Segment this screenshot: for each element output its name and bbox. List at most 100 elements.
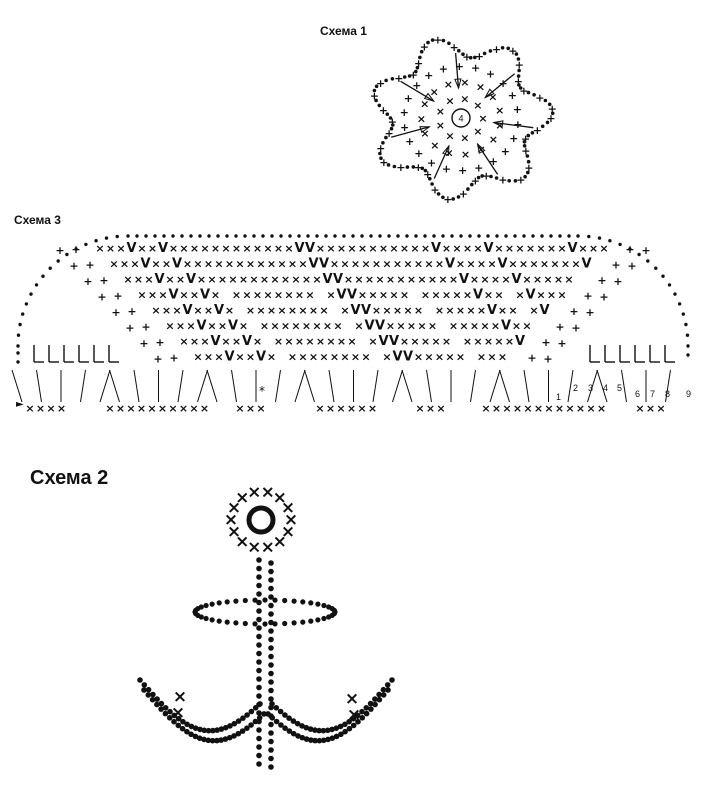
chain-stitch-dot <box>282 725 288 731</box>
chain-stitch-dot <box>224 599 230 605</box>
single-crochet-stitch: × <box>247 537 261 557</box>
single-crochet-stitch: × <box>435 258 444 271</box>
chain-stitch-dot <box>303 736 310 742</box>
single-crochet-stitch: × <box>403 304 412 317</box>
single-crochet-stitch: × <box>505 335 514 348</box>
chain-stitch-dot <box>300 619 306 625</box>
single-crochet-stitch: × <box>106 242 115 255</box>
single-crochet-stitch: × <box>557 289 566 302</box>
single-crochet-stitch: × <box>169 242 178 255</box>
single-crochet-stitch: × <box>445 129 454 142</box>
scheme-1-flower: Схема 1 ++++++++++++++++++++++++++++++++… <box>320 24 557 206</box>
chain-stitch-dot <box>154 696 160 702</box>
chain-stitch-dot <box>205 737 212 744</box>
single-crochet-stitch: × <box>431 289 440 302</box>
single-crochet-stitch: × <box>326 242 335 255</box>
single-crochet-stitch: × <box>330 351 339 364</box>
chain-stitch-dot <box>256 744 262 750</box>
chain-stitch-dot <box>461 52 465 56</box>
chain-stitch-dot <box>526 159 531 164</box>
chain-stitch-dot <box>608 239 612 243</box>
chain-stitch-dot <box>531 234 535 238</box>
single-crochet-stitch: × <box>436 402 445 415</box>
chain-stitch-dot <box>550 111 555 116</box>
chain-stitch-dot <box>144 234 148 238</box>
arrow-head-icon <box>442 144 450 157</box>
single-crochet-stitch: × <box>480 320 489 333</box>
single-crochet-stitch: × <box>295 335 304 348</box>
chain-stitch-dot <box>419 49 424 54</box>
single-crochet-stitch: × <box>515 289 524 302</box>
single-crochet-stitch: × <box>197 273 206 286</box>
chain-stitch-dot <box>222 736 229 742</box>
chain-stitch-dot <box>244 712 250 718</box>
single-crochet-stitch: × <box>487 351 496 364</box>
chain-stitch-dot <box>405 165 410 169</box>
chain-stitch-dot <box>432 234 436 238</box>
double-crochet-stitch: + <box>423 168 432 181</box>
single-crochet-stitch: × <box>239 273 248 286</box>
single-crochet-stitch: × <box>400 242 409 255</box>
chain-stitch-dot <box>333 725 340 731</box>
single-crochet-stitch: × <box>137 402 146 415</box>
chain-stitch-dot <box>198 604 204 610</box>
single-crochet-stitch: × <box>473 335 482 348</box>
chain-stitch-dot <box>94 239 98 243</box>
single-crochet-stitch: × <box>498 304 507 317</box>
double-crochet-stitch: + <box>430 183 439 196</box>
single-crochet-stitch: × <box>417 273 426 286</box>
chain-stitch-dot <box>273 705 280 711</box>
row-number-9: 9 <box>686 389 691 399</box>
scheme-1-title: Схема 1 <box>320 24 367 38</box>
chain-stitch-dot <box>299 734 306 741</box>
chain-stitch-dot <box>377 103 382 108</box>
decrease-stitch: V <box>350 303 360 318</box>
double-crochet-stitch: + <box>641 244 650 257</box>
base-connection-line <box>489 369 501 403</box>
single-crochet-stitch: × <box>193 258 202 271</box>
chain-stitch-dot <box>268 687 274 694</box>
chain-stitch-dot <box>278 722 284 728</box>
single-crochet-stitch: × <box>473 99 482 112</box>
chain-stitch-dot <box>261 234 265 238</box>
single-crochet-stitch: × <box>466 258 475 271</box>
chain-stitch-dot <box>214 727 220 733</box>
chain-stitch-dot <box>256 557 262 563</box>
decrease-stitch: V <box>511 272 521 287</box>
single-crochet-stitch: × <box>646 402 655 415</box>
single-crochet-stitch: × <box>261 483 275 503</box>
chain-stitch-dot <box>248 722 254 728</box>
decrease-stitch: V <box>539 303 549 318</box>
single-crochet-stitch: × <box>225 304 234 317</box>
chain-stitch-dot <box>84 242 88 247</box>
single-crochet-stitch: × <box>597 402 606 415</box>
chain-stitch-dot <box>149 696 156 703</box>
single-crochet-stitch: × <box>435 351 444 364</box>
chain-stitch-dot <box>325 736 331 743</box>
double-crochet-stitch: + <box>155 336 164 349</box>
single-crochet-stitch: × <box>415 402 424 415</box>
single-crochet-stitch: × <box>565 402 574 415</box>
arrow-head-icon <box>492 120 504 128</box>
chain-stitch-dot <box>248 708 255 715</box>
chain-stitch-dot <box>225 234 229 238</box>
double-crochet-stitch: + <box>625 243 634 256</box>
single-crochet-stitch: × <box>270 273 279 286</box>
chain-stitch-dot <box>269 715 276 721</box>
single-crochet-stitch: × <box>470 273 479 286</box>
double-crochet-stitch: + <box>412 79 421 92</box>
chain-stitch-dot <box>256 727 262 733</box>
single-crochet-stitch: × <box>274 335 283 348</box>
chain-stitch-dot <box>268 730 274 736</box>
single-crochet-stitch: × <box>491 273 500 286</box>
chain-stitch-dot <box>162 234 166 238</box>
single-crochet-stitch: × <box>281 498 295 518</box>
double-crochet-stitch: + <box>498 174 507 187</box>
double-crochet-stitch: + <box>597 274 606 287</box>
single-crochet-stitch: × <box>505 242 514 255</box>
chain-stitch-dot <box>268 662 274 668</box>
chain-stitch-dot <box>294 720 301 727</box>
decrease-stitch: V <box>459 272 469 287</box>
double-crochet-stitch: + <box>379 104 388 117</box>
single-crochet-stitch: × <box>358 242 367 255</box>
